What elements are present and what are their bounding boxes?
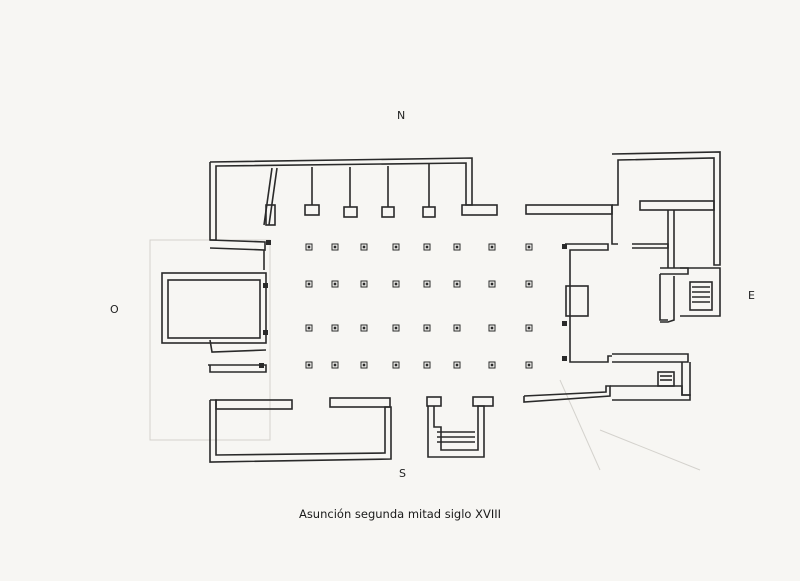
column [392, 324, 400, 332]
column [331, 243, 339, 251]
column [525, 280, 533, 288]
column [453, 243, 461, 251]
column [392, 243, 400, 251]
column-core [307, 282, 311, 286]
ghost-lines [149, 239, 701, 471]
column-core [425, 326, 429, 330]
north-wall [209, 157, 473, 241]
column [423, 243, 431, 251]
column [525, 243, 533, 251]
column [331, 361, 339, 369]
column [488, 280, 496, 288]
column [525, 324, 533, 332]
column-core [490, 245, 494, 249]
column-core [527, 282, 531, 286]
column-core [394, 282, 398, 286]
column-core [455, 245, 459, 249]
column-core [333, 326, 337, 330]
column-core [527, 363, 531, 367]
column [360, 280, 368, 288]
column [305, 280, 313, 288]
column-core [307, 326, 311, 330]
compass-east: E [748, 289, 755, 302]
column-core [425, 363, 429, 367]
column-core [455, 326, 459, 330]
column-core [527, 326, 531, 330]
walls [161, 151, 721, 463]
column-core [425, 245, 429, 249]
column [392, 280, 400, 288]
column [453, 324, 461, 332]
column-core [394, 245, 398, 249]
compass-south: S [399, 467, 406, 480]
column-core [362, 363, 366, 367]
column [305, 361, 313, 369]
column-core [490, 282, 494, 286]
column [305, 324, 313, 332]
column [423, 361, 431, 369]
column-core [490, 326, 494, 330]
column [360, 361, 368, 369]
column-grid [305, 243, 533, 369]
pilasters [259, 240, 567, 368]
column [305, 243, 313, 251]
column [488, 243, 496, 251]
column [453, 280, 461, 288]
column [331, 324, 339, 332]
column-core [527, 245, 531, 249]
column [525, 361, 533, 369]
compass-north: N [397, 109, 406, 122]
column-core [362, 245, 366, 249]
column [360, 324, 368, 332]
column-core [333, 363, 337, 367]
column-core [333, 245, 337, 249]
column-core [307, 363, 311, 367]
column-core [394, 363, 398, 367]
column-core [490, 363, 494, 367]
column [488, 324, 496, 332]
column [423, 324, 431, 332]
column [360, 243, 368, 251]
column-core [394, 326, 398, 330]
column-core [425, 282, 429, 286]
column [488, 361, 496, 369]
column-core [307, 245, 311, 249]
column [453, 361, 461, 369]
column-core [362, 326, 366, 330]
column [423, 280, 431, 288]
column [392, 361, 400, 369]
column-core [455, 363, 459, 367]
compass-west: O [110, 303, 119, 316]
south-wall [209, 399, 392, 463]
column [331, 280, 339, 288]
figure-caption: Asunción segunda mitad siglo XVIII [298, 507, 502, 521]
column-core [333, 282, 337, 286]
column-core [455, 282, 459, 286]
column-core [362, 282, 366, 286]
